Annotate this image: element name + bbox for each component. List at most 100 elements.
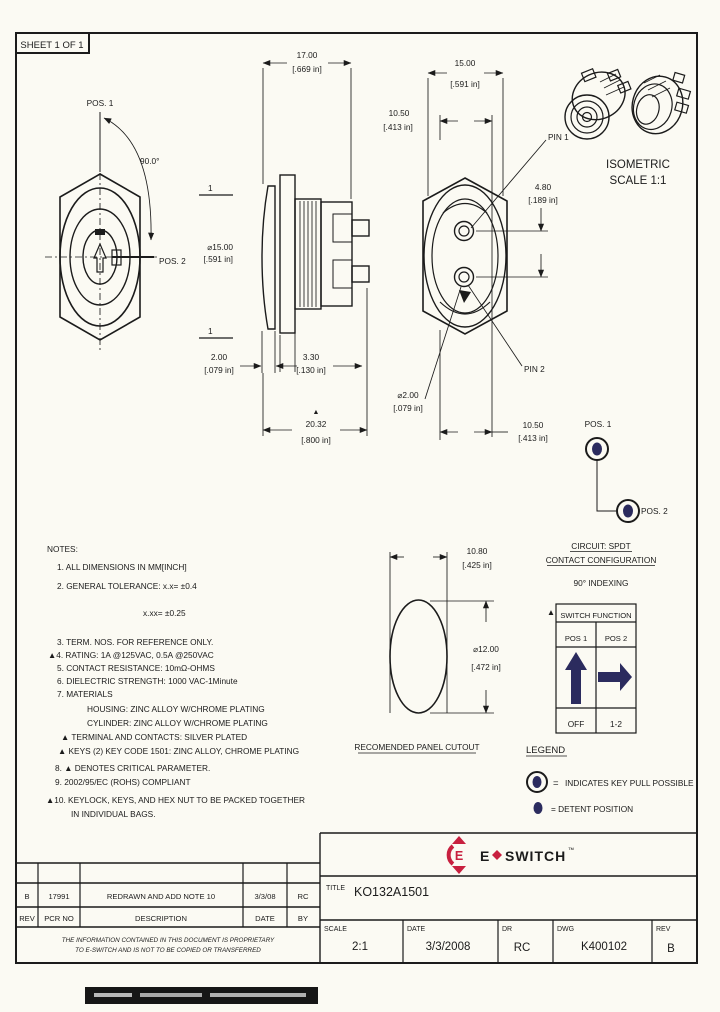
revision-table: B 17991 REDRAWN AND ADD NOTE 10 3/3/08 R… xyxy=(16,862,320,954)
pin-1 xyxy=(453,220,475,242)
cutout-dia-mm: ⌀12.00 xyxy=(473,644,499,654)
dim-105t-in: [.413 in] xyxy=(383,122,413,132)
switch-function-table: ▲ SWITCH FUNCTION POS 1 POS 2 OFF 1-2 xyxy=(547,603,637,734)
rev-header: REV xyxy=(19,914,36,923)
terminal-1 xyxy=(351,219,370,237)
pin1-label: PIN 1 xyxy=(548,132,569,142)
note-line: IN INDIVIDUAL BAGS. xyxy=(71,809,156,819)
indexing-label: 90° INDEXING xyxy=(574,578,629,588)
dim-105t-mm: 10.50 xyxy=(389,108,410,118)
drawing-frame xyxy=(15,32,698,964)
note-line: HOUSING: ZINC ALLOY W/CHROME PLATING xyxy=(87,704,265,714)
key-slot xyxy=(93,242,107,273)
isometric-view: ISOMETRIC SCALE 1:1 xyxy=(564,67,692,187)
note-line: 8. ▲ DENOTES CRITICAL PARAMETER. xyxy=(55,763,210,773)
side-view: 17.00 [.669 in] ⌀15.00 [.591 in] 1 1 2.0… xyxy=(199,50,370,445)
pos-diagram: POS. 1 POS. 2 CIRCUIT: SPDT CONTACT CONF… xyxy=(546,419,668,588)
dim-2032-in: [.800 in] xyxy=(301,435,331,445)
desc-header: DESCRIPTION xyxy=(135,914,187,923)
logo-text-switch: SWITCH xyxy=(505,848,566,864)
note-line: 6. DIELECTRIC STRENGTH: 1000 VAC-1Minute xyxy=(57,676,238,686)
key-pull-symbol xyxy=(526,771,548,793)
circuit-label: CIRCUIT: SPDT xyxy=(571,541,630,551)
table-header: SWITCH FUNCTION xyxy=(560,611,631,620)
note-line: ▲ TERMINAL AND CONTACTS: SILVER PLATED xyxy=(61,732,247,742)
front-view: POS. 1 90.0° POS. 2 xyxy=(45,98,186,352)
note-line: 7. MATERIALS xyxy=(57,689,113,699)
by-cell: RC xyxy=(298,892,309,901)
dim-pin-dia-in: [.079 in] xyxy=(393,403,423,413)
logo-icon-e: E xyxy=(455,849,463,863)
note-line: ▲ KEYS (2) KEY CODE 1501: ZINC ALLOY, CH… xyxy=(58,746,299,756)
notes: NOTES: 1. ALL DIMENSIONS IN MM[INCH] 2. … xyxy=(46,544,305,819)
table-off: OFF xyxy=(568,719,585,729)
pos-diagram-pos1: POS. 1 xyxy=(585,419,612,429)
cutout-flat-in: [.425 in] xyxy=(462,560,492,570)
right-arrow-icon xyxy=(598,663,632,691)
note-line: ▲10. KEYLOCK, KEYS, AND HEX NUT TO BE PA… xyxy=(46,795,305,805)
dr-value: RC xyxy=(514,942,531,954)
sheet-label: SHEET 1 OF 1 xyxy=(20,40,83,51)
panel-cutout: 10.80 [.425 in] ⌀12.00 [.472 in] RECOMEN… xyxy=(354,546,501,754)
date-cell: 3/3/08 xyxy=(254,892,275,901)
pcr-cell: 17991 xyxy=(48,892,69,901)
detent-mark xyxy=(459,290,471,303)
sheet-label-box xyxy=(15,32,90,54)
dim-105b-in: [.413 in] xyxy=(518,433,548,443)
pin2-label: PIN 2 xyxy=(524,364,545,374)
dim-dia15-in: [.591 in] xyxy=(203,254,233,264)
dr-label: DR xyxy=(502,926,512,933)
footer-caption-bar xyxy=(85,987,318,1004)
front-pos1-label: POS. 1 xyxy=(87,98,114,108)
table-pos2: POS 2 xyxy=(605,634,627,643)
logo-tm: ™ xyxy=(568,847,574,854)
table-12: 1-2 xyxy=(610,719,622,729)
legend: LEGEND = INDICATES KEY PULL POSSIBLE = D… xyxy=(526,745,694,814)
pin-2 xyxy=(453,266,475,288)
title-label: TITLE xyxy=(326,885,345,892)
cutout-dia-in: [.472 in] xyxy=(471,662,501,672)
switch-housing xyxy=(320,201,353,307)
datum-1-top: 1 xyxy=(208,183,213,193)
washer xyxy=(279,174,296,334)
note-line: 3. TERM. NOS. FOR REFERENCE ONLY. xyxy=(57,637,213,647)
date-header: DATE xyxy=(255,914,275,923)
by-header: BY xyxy=(298,914,308,923)
note-line: 2. GENERAL TOLERANCE: x.x= ±0.4 xyxy=(57,581,197,591)
critical-marker-2032: ▲ xyxy=(313,409,320,416)
scale-label: SCALE xyxy=(324,926,347,933)
dwg-label: DWG xyxy=(557,926,574,933)
table-header-row: REV PCR NO DESCRIPTION DATE BY xyxy=(19,914,308,923)
table-critical-marker: ▲ xyxy=(547,607,555,617)
cutout-flat-mm: 10.80 xyxy=(467,546,488,556)
dim-48-mm: 4.80 xyxy=(535,182,552,192)
rev-cell: B xyxy=(24,892,29,901)
rear-view: 15.00 [.591 in] 10.50 [.413 in] PIN 1 PI… xyxy=(383,58,569,443)
dim-15-mm: 15.00 xyxy=(455,58,476,68)
rear-outline xyxy=(422,177,508,335)
rev-label: REV xyxy=(656,926,671,933)
dim-33-in: [.130 in] xyxy=(296,365,326,375)
note-line: 1. ALL DIMENSIONS IN MM[INCH] xyxy=(57,562,187,572)
date-label: DATE xyxy=(407,926,425,933)
note-line: x.xx= ±0.25 xyxy=(143,608,186,618)
logo-text-e: E xyxy=(480,848,489,864)
note-line: 5. CONTACT RESISTANCE: 10mΩ-OHMS xyxy=(57,663,215,673)
dim-105b-mm: 10.50 xyxy=(523,420,544,430)
front-pos2-label: POS. 2 xyxy=(159,256,186,266)
desc-cell: REDRAWN AND ADD NOTE 10 xyxy=(107,892,215,901)
title-block: E E SWITCH ™ TITLE KO132A1501 SCALE 2:1 … xyxy=(319,832,697,963)
note-line: CYLINDER: ZINC ALLOY W/CHROME PLATING xyxy=(87,718,268,728)
table-pos1: POS 1 xyxy=(565,634,587,643)
bezel xyxy=(261,185,276,330)
dim-dia15-mm: ⌀15.00 xyxy=(207,242,233,252)
detent-symbol xyxy=(533,802,543,814)
drawing-title: KO132A1501 xyxy=(354,885,429,899)
dim-17-mm: 17.00 xyxy=(297,50,318,60)
isometric-scale: SCALE 1:1 xyxy=(610,175,667,187)
dim-33-mm: 3.30 xyxy=(303,352,320,362)
contact-config-label: CONTACT CONFIGURATION xyxy=(546,555,657,565)
key-nub xyxy=(95,229,105,235)
dim-48-in: [.189 in] xyxy=(528,195,558,205)
